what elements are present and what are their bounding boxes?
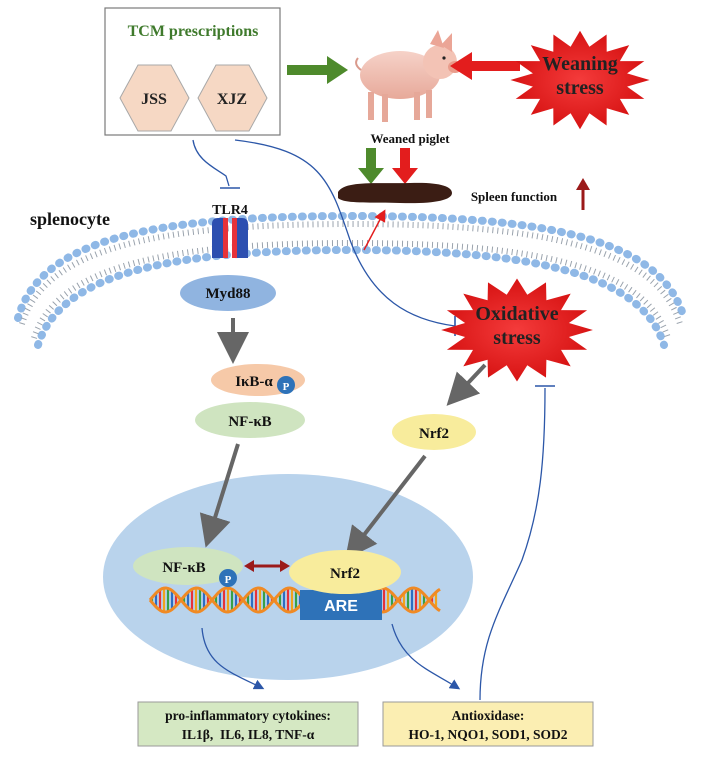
weaning-stress-line1: Weaning [542,53,618,75]
cytokines-line2: IL1β, IL6, IL8, TNF-α [182,727,315,742]
tcm-inhibit-oxidative-line [234,139,456,327]
tlr4-label: TLR4 [212,203,248,218]
piglet-label: Weaned piglet [370,131,450,146]
nfkb-label: NF-κB [228,414,271,430]
are-box [300,590,382,620]
nfkb-ellipse [195,402,305,438]
antioxidase-line1: Antioxidase: [452,708,525,723]
weaning-stress-line2: stress [556,77,604,99]
weaning-stress-burst [510,30,650,130]
spleen-function-label: Spleen function [471,189,558,204]
oxidative-stress-line2: stress [493,327,541,349]
nfkb-nrf2-crosstalk-arrow [244,560,290,572]
nucleus-nrf2-ellipse [289,550,401,594]
nfkb-into-nucleus-arrow [199,443,240,548]
stress-to-piglet-arrow [450,52,520,80]
antioxidase-line2: HO-1, NQO1, SOD1, SOD2 [408,727,567,742]
xjz-label: XJZ [217,91,247,108]
tcm-prescriptions-box: TCM prescriptions JSS XJZ [104,7,281,136]
oxidative-to-nrf2-arrow [446,363,487,406]
myd88-ellipse [180,275,276,311]
cell-membrane [14,211,688,349]
oxidative-to-spleen-arrow [363,209,386,251]
splenocyte-label: splenocyte [30,209,110,229]
antioxidase-inhibit-oxidative-line [479,387,546,701]
oxidative-stress-burst [441,278,593,382]
spleen-function-up-arrow [576,178,590,190]
phospho-label-ikba: P [283,381,290,393]
cytokines-line1: pro-inflammatory cytokines: [165,708,331,723]
phospho-badge-ikba [277,376,295,394]
are-to-antioxidase-arrow [391,623,461,690]
nrf2-label: Nrf2 [419,426,449,442]
nucleus-nrf2-label: Nrf2 [330,566,360,582]
dna-to-cytokines-arrow [201,627,265,690]
piglet-image [355,30,462,122]
phospho-badge-nfkb [219,569,237,587]
cytokines-box [137,701,359,747]
tcm-to-piglet-arrow [287,56,348,84]
tcm-inhibit-tlr4-line [192,139,230,187]
oxidative-stress-line1: Oxidative [475,303,558,325]
spleen-image [338,182,452,204]
jss-hexagon [119,64,190,132]
red-down-arrow [392,148,418,184]
ikba-label: IκB-α [235,374,273,390]
nucleus-nfkb-label: NF-κB [162,560,205,576]
nucleus-nfkb-ellipse [133,547,243,585]
antioxidase-box [382,701,594,747]
tlr4-receptor [212,218,248,258]
myd88-label: Myd88 [206,286,251,302]
are-label: ARE [324,598,358,615]
phospho-label-nfkb: P [225,574,232,586]
green-down-arrow [358,148,384,184]
xjz-hexagon [197,64,268,132]
tcm-title: TCM prescriptions [128,23,259,40]
jss-label: JSS [141,91,167,108]
nucleus [103,474,473,680]
nrf2-ellipse [392,414,476,450]
nrf2-into-nucleus-arrow [345,454,427,560]
